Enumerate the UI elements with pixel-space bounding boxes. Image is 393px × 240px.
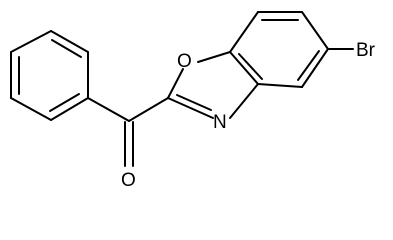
c6-to-c5-bond	[301, 11, 329, 50]
benzo-ring	[229, 11, 354, 88]
n3-to-c2-bond	[167, 97, 214, 119]
c2-to-o1-bond	[167, 68, 184, 99]
benzo-inner-double-2	[297, 50, 320, 81]
benzo-inner-double-3	[238, 53, 263, 80]
phenyl-inner-double-1	[51, 39, 82, 58]
molecule-drawing: O N O Br	[10, 11, 376, 191]
phenyl-ring	[10, 30, 89, 121]
phenyl-bond-3	[50, 97, 89, 121]
oxazole-ring	[167, 51, 259, 119]
ring-nitrogen-label: N	[213, 112, 227, 133]
ring-oxygen-label: O	[177, 51, 192, 72]
o1-to-c7a-bond	[197, 51, 231, 63]
c5-to-c4-bond	[301, 48, 329, 88]
phenyl-bond-1	[50, 30, 89, 53]
phenyl-to-carbonyl-bond	[87, 97, 130, 122]
bromine-label: Br	[356, 40, 376, 61]
chemical-structure-diagram: O N O Br	[10, 11, 376, 191]
c7a-to-c7-bond	[229, 11, 259, 53]
n3-c2-double-bond	[176, 94, 212, 111]
ketone-group	[87, 97, 169, 167]
carbonyl-oxygen-label: O	[121, 170, 136, 191]
c7a-to-c3a-bond	[229, 51, 259, 85]
phenyl-bond-4	[10, 97, 52, 121]
carbonyl-to-oxazole-bond	[128, 97, 169, 122]
phenyl-bond-6	[10, 30, 52, 53]
c3a-to-n3-bond	[229, 83, 259, 119]
phenyl-inner-double-2	[49, 93, 80, 112]
c4-to-c3a-bond	[257, 83, 303, 88]
